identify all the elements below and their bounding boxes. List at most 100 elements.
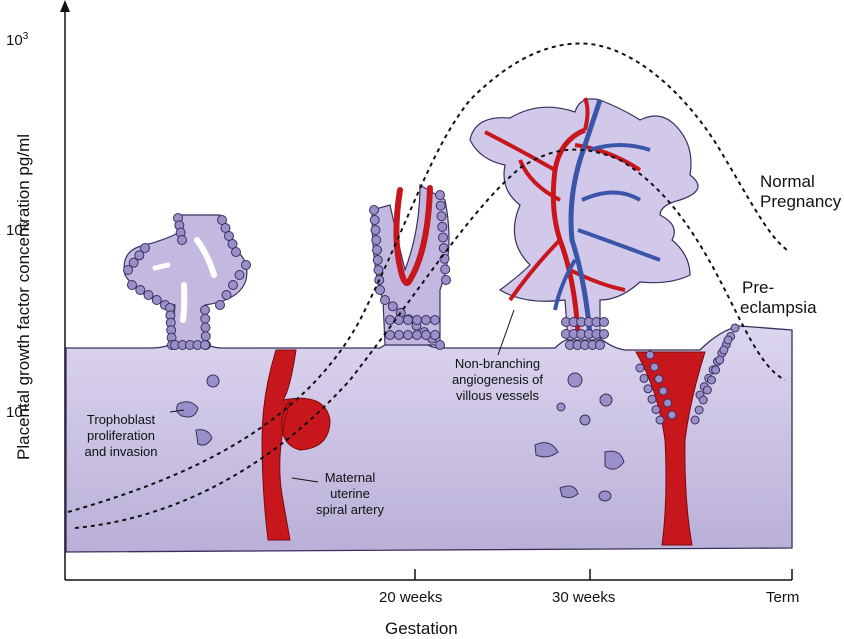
trophoblast-cell — [436, 211, 447, 222]
trophoblast-cell — [231, 247, 241, 257]
y-tick-10-base: 10 — [6, 404, 23, 421]
trophoblast-cell — [663, 398, 673, 408]
annotation-spiral-artery-line3: spiral artery — [316, 502, 384, 517]
trophoblast-cell — [134, 250, 145, 261]
trophoblast-cell — [715, 355, 725, 365]
y-tick-10-exp: 1 — [22, 403, 29, 414]
trophoblast-cell — [143, 290, 154, 300]
curves — [67, 42, 791, 529]
villus-tree — [469, 97, 699, 341]
invading-trophoblasts — [176, 372, 625, 502]
trophoblast-cell — [241, 260, 251, 270]
trophoblast-cell — [658, 386, 668, 396]
trophoblast-cell — [707, 375, 716, 385]
x-tick-label-20-weeks: 20 weeks — [379, 589, 443, 606]
trophoblast-cell — [723, 335, 733, 345]
trophoblast-cell — [372, 255, 383, 265]
trophoblast-cell — [123, 265, 133, 275]
trophoblast-cell — [370, 225, 381, 235]
y-tick-1000-base: 10 — [6, 32, 23, 49]
trophoblast-cell — [394, 330, 404, 340]
trophoblast-cell — [215, 300, 225, 310]
trophoblast-cell — [373, 265, 384, 275]
x-tick-label-30-weeks: 30 weeks — [552, 589, 616, 606]
trophoblast-cell — [655, 415, 665, 425]
trophoblast-cell — [437, 221, 448, 232]
trophoblast-cell — [651, 405, 661, 415]
trophoblast-cell — [127, 280, 137, 290]
trophoblast-cell — [435, 200, 446, 211]
annotation-spiral-artery-line1: Maternal — [324, 470, 376, 485]
annotation-leaders — [169, 309, 515, 483]
trophoblast-cell — [385, 330, 395, 340]
trophoblast-cell — [595, 340, 605, 350]
trophoblast-cell — [647, 394, 657, 404]
trophoblast-cell — [135, 285, 146, 295]
trophoblast-cell — [730, 323, 740, 333]
trophoblast-cell — [430, 330, 440, 340]
trophoblast-cell — [430, 315, 440, 325]
trophoblast-cell — [649, 362, 659, 372]
trophoblast-cell — [369, 215, 380, 225]
curve-label-normal-line1: Normal — [760, 172, 815, 191]
trophoblast-cell — [375, 285, 385, 295]
trophoblast-cell — [639, 373, 649, 383]
trophoblast-cell — [435, 340, 445, 350]
curve-normal-pregnancy — [67, 42, 791, 513]
trophoblast-cell — [667, 410, 677, 420]
trophoblast-cell — [200, 313, 211, 324]
trophoblast-cells-invading — [635, 323, 740, 425]
annotation-trophoblast: Trophoblast proliferation and invasion — [66, 412, 176, 460]
trophoblast-cell — [385, 315, 395, 325]
trophoblast-cell — [228, 280, 238, 290]
curve-label-normal: Normal Pregnancy — [760, 172, 841, 212]
trophoblast-cell — [711, 365, 721, 375]
axes — [60, 0, 793, 581]
trophoblast-cell — [599, 329, 609, 339]
trophoblast-cell — [440, 264, 451, 275]
spiral-artery-coiled — [261, 349, 331, 541]
trophoblast-cells-late — [561, 317, 609, 350]
annotation-trophoblast-line3: and invasion — [84, 444, 158, 459]
trophoblast-cell — [221, 290, 232, 300]
trophoblast-cell — [200, 331, 211, 342]
trophoblast-cell — [635, 363, 645, 373]
trophoblast-cell — [403, 330, 413, 340]
curve-pre-eclampsia — [74, 148, 786, 529]
trophoblast-cell — [151, 295, 162, 305]
trophoblast-cell — [441, 275, 451, 285]
trophoblast-cell — [435, 190, 445, 200]
y-tick-100-exp: 2 — [22, 221, 29, 232]
trophoblast-cell — [412, 315, 422, 325]
trophoblast-cell — [200, 340, 210, 350]
annotation-trophoblast-line2: proliferation — [87, 428, 155, 443]
trophoblast-cell — [371, 235, 382, 245]
trophoblast-cell — [403, 315, 413, 325]
trophoblast-cell — [690, 415, 700, 425]
curve-label-preeclampsia: Pre- eclampsia — [740, 278, 817, 318]
x-axis-title: Gestation — [385, 619, 458, 638]
annotation-spiral-artery: Maternal uterine spiral artery — [300, 470, 400, 518]
trophoblast-cell — [234, 270, 245, 280]
trophoblast-cell — [140, 243, 150, 253]
curve-label-preeclampsia-line1: Pre- — [742, 278, 775, 297]
trophoblast-cell — [702, 385, 712, 395]
y-tick-1000: 103 — [6, 28, 28, 49]
annotation-spiral-artery-line2: uterine — [330, 486, 370, 501]
trophoblast-cell — [177, 235, 187, 245]
trophoblast-cell — [372, 245, 382, 255]
trophoblast-cell — [698, 395, 708, 405]
annotation-angiogenesis-line1: Non-branching — [454, 356, 541, 371]
trophoblast-cell — [387, 301, 398, 312]
trophoblast-cell — [643, 384, 653, 394]
y-tick-1000-exp: 3 — [22, 31, 29, 42]
trophoblast-cell — [645, 350, 655, 360]
annotation-angiogenesis-line2: angiogenesis of — [451, 372, 544, 387]
villus-early — [123, 214, 248, 346]
y-tick-10: 101 — [6, 400, 28, 421]
trophoblast-cell — [439, 253, 450, 264]
trophoblast-cell — [380, 295, 390, 305]
y-tick-100-base: 10 — [6, 222, 23, 239]
trophoblast-cell — [421, 330, 431, 340]
